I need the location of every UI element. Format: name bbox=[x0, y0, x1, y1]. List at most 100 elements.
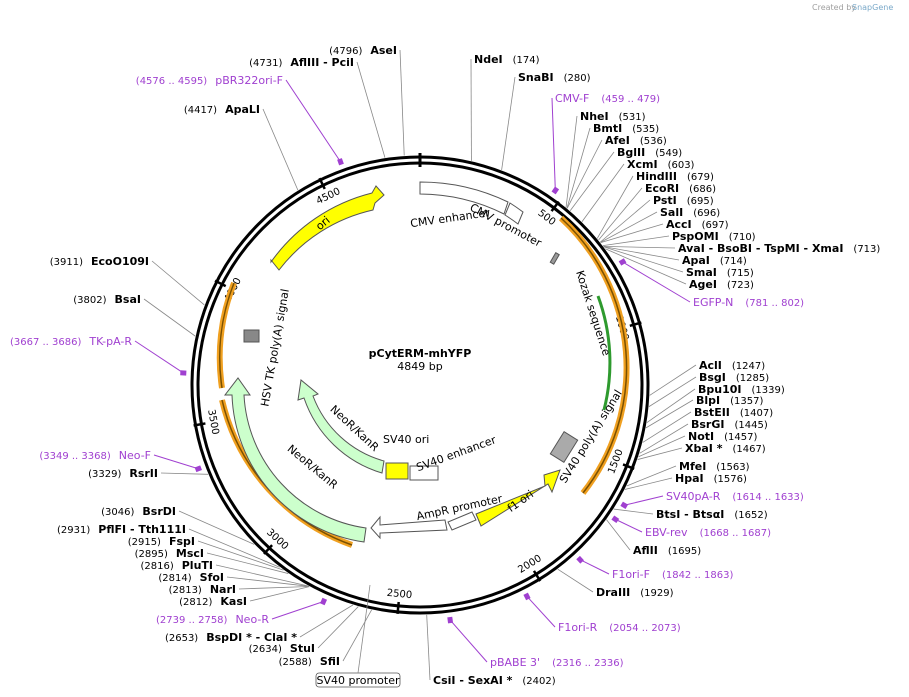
enzyme-label: (2895)MscI bbox=[135, 547, 204, 560]
enzyme-position: (1247) bbox=[732, 361, 765, 372]
primer-labels: CMV-F(459 .. 479)EGFP-N(781 .. 802)SV40p… bbox=[10, 74, 804, 669]
enzyme-position: (535) bbox=[632, 124, 659, 135]
enzyme-label: NdeI(174) bbox=[474, 53, 540, 66]
enzyme-position: (2813) bbox=[169, 585, 202, 596]
enzyme-leader bbox=[603, 245, 676, 249]
enzyme-name: RsrII bbox=[129, 467, 158, 480]
enzyme-position: (696) bbox=[693, 208, 720, 219]
tick-mark bbox=[629, 321, 642, 328]
enzyme-name: AccI bbox=[666, 218, 692, 231]
enzyme-position: (4796) bbox=[329, 46, 362, 57]
enzyme-position: (531) bbox=[619, 112, 646, 123]
feature-ori bbox=[270, 185, 385, 271]
primer-name: Neo-F bbox=[119, 449, 151, 462]
primer-range: (459 .. 479) bbox=[601, 94, 660, 105]
primer-label: (2739 .. 2758)Neo-R bbox=[156, 613, 269, 626]
enzyme-name: EcoRI bbox=[645, 182, 679, 195]
enzyme-position: (714) bbox=[720, 256, 747, 267]
enzyme-label: (2813)NarI bbox=[169, 583, 236, 596]
enzyme-label: (2634)StuI bbox=[249, 642, 315, 655]
enzyme-position: (1695) bbox=[668, 546, 701, 557]
feature-neor-kanr-1 bbox=[223, 377, 367, 543]
sv40-promoter-leader bbox=[357, 584, 371, 674]
primer-leader bbox=[285, 79, 341, 163]
enzyme-leader bbox=[342, 609, 372, 662]
enzyme-position: (2816) bbox=[140, 561, 173, 572]
enzyme-label: AgeI(723) bbox=[689, 278, 754, 291]
enzyme-name: SfoI bbox=[200, 571, 224, 584]
enzyme-name: SfiI bbox=[320, 655, 340, 668]
primer-range: (2316 .. 2336) bbox=[552, 658, 624, 669]
enzyme-label: AclI(1247) bbox=[699, 359, 765, 372]
enzyme-position: (1339) bbox=[752, 385, 785, 396]
enzyme-position: (713) bbox=[853, 244, 880, 255]
primer-range: (3349 .. 3368) bbox=[39, 451, 111, 462]
enzyme-label: NheI (531) bbox=[580, 110, 646, 123]
label-f1-ori: f1 ori bbox=[505, 488, 536, 515]
primer-name: F1ori-F bbox=[612, 568, 650, 581]
enzyme-label: AccI(697) bbox=[666, 218, 729, 231]
enzyme-name: NheI bbox=[580, 110, 609, 123]
primer-name: Neo-R bbox=[235, 613, 269, 626]
primer-leader bbox=[579, 559, 610, 575]
enzyme-label: ApaI(714) bbox=[682, 254, 747, 267]
feature-neor-kanr-2 bbox=[297, 379, 385, 474]
primer-leader bbox=[449, 619, 488, 663]
primer-range: (3667 .. 3686) bbox=[10, 337, 82, 348]
enzyme-name: SmaI bbox=[686, 266, 717, 279]
cds-arc-egfp-green bbox=[596, 295, 612, 411]
enzyme-leader bbox=[648, 376, 697, 407]
primer-leader bbox=[153, 454, 199, 470]
enzyme-name: BstEII bbox=[694, 406, 730, 419]
enzyme-name: AvaI - BsoBI - TspMI - XmaI bbox=[678, 242, 843, 255]
enzyme-leader bbox=[600, 211, 658, 243]
enzyme-name: XcmI bbox=[627, 158, 658, 171]
tick-mark bbox=[532, 570, 542, 582]
primer-name: SV40pA-R bbox=[666, 490, 721, 503]
enzyme-leader bbox=[215, 564, 309, 587]
enzyme-label: PstI(695) bbox=[653, 194, 714, 207]
feature-sv40-ori bbox=[385, 462, 409, 480]
enzyme-name: NotI bbox=[688, 430, 714, 443]
enzyme-leader bbox=[637, 447, 683, 460]
plasmid-length: 4849 bp bbox=[397, 360, 442, 373]
enzyme-name: SnaBI bbox=[518, 71, 554, 84]
features bbox=[223, 181, 579, 543]
primer-label: EBV-rev(1668 .. 1687) bbox=[645, 526, 771, 539]
enzyme-name: BspDI * - ClaI * bbox=[206, 631, 297, 644]
primer-leader bbox=[551, 97, 556, 191]
enzyme-position: (2895) bbox=[135, 549, 168, 560]
enzyme-label: PspOMI(710) bbox=[672, 230, 756, 243]
enzyme-name: SalI bbox=[660, 206, 683, 219]
primer-name: TK-pA-R bbox=[88, 335, 132, 348]
enzyme-leader bbox=[262, 108, 299, 191]
enzyme-name: EcoO109I bbox=[91, 255, 149, 268]
credit-text: Created by bbox=[812, 3, 856, 12]
enzyme-position: (679) bbox=[687, 172, 714, 183]
enzyme-leader bbox=[249, 586, 310, 602]
primer-label: (4576 .. 4595)pBR322ori-F bbox=[136, 74, 283, 87]
enzyme-leader bbox=[581, 163, 625, 222]
label-sv40-ori: SV40 ori bbox=[383, 433, 429, 446]
tick-label: 500 bbox=[536, 208, 558, 228]
enzyme-label: XcmI(603) bbox=[627, 158, 695, 171]
enzyme-leader bbox=[299, 604, 354, 638]
enzyme-name: AflII bbox=[633, 544, 658, 557]
enzyme-name: ApaLI bbox=[225, 103, 260, 116]
snapgene-logo: SnapGene bbox=[852, 3, 893, 12]
primer-leader bbox=[624, 495, 664, 506]
feature-f1-ori bbox=[475, 469, 561, 527]
enzyme-position: (3802) bbox=[73, 295, 106, 306]
enzyme-leader bbox=[557, 568, 594, 593]
primer-label: SV40pA-R(1614 .. 1633) bbox=[666, 490, 804, 503]
enzyme-label: (2588)SfiI bbox=[279, 655, 340, 668]
enzyme-leader bbox=[626, 465, 677, 487]
enzyme-leader bbox=[566, 127, 591, 209]
enzyme-leader bbox=[596, 175, 634, 239]
enzyme-position: (174) bbox=[513, 55, 540, 66]
enzyme-position: (1652) bbox=[734, 510, 767, 521]
enzyme-leader bbox=[603, 246, 680, 261]
enzyme-label: HindIII(679) bbox=[636, 170, 714, 183]
enzyme-name: AflIII - PciI bbox=[290, 56, 354, 69]
enzyme-position: (3046) bbox=[101, 507, 134, 518]
